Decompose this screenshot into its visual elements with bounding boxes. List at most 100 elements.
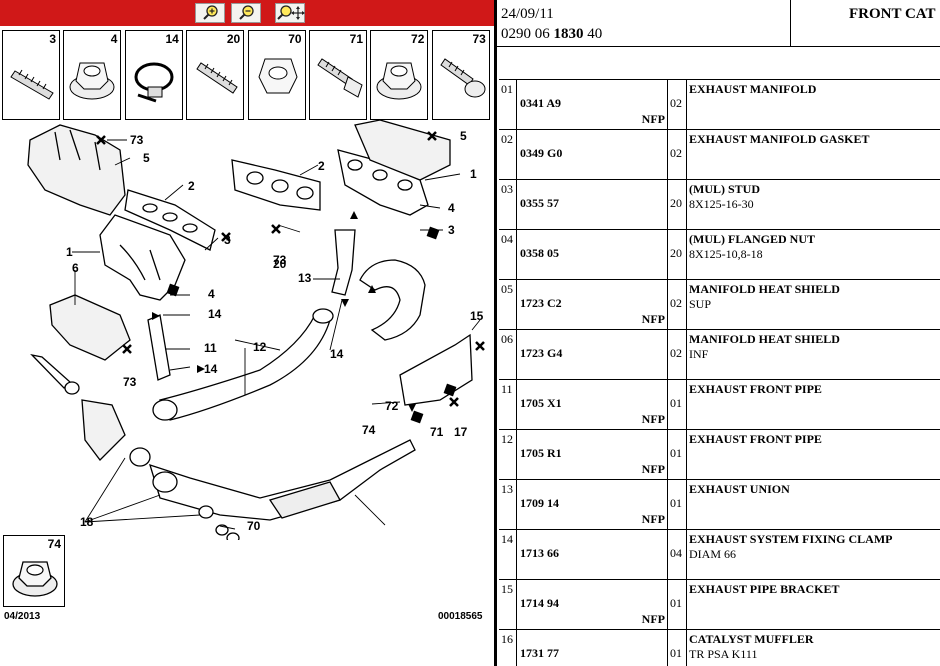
part-reference[interactable]: 1705 X1 bbox=[520, 396, 562, 410]
callout-5[interactable]: 5 bbox=[460, 129, 467, 143]
quantity: 02 bbox=[670, 296, 682, 310]
thumbnail-number: 73 bbox=[472, 32, 486, 46]
row-index: 04 bbox=[501, 232, 513, 246]
callout-73[interactable]: 73 bbox=[273, 253, 287, 267]
row-index: 05 bbox=[501, 282, 513, 296]
quantity: 01 bbox=[670, 496, 682, 510]
callout-6[interactable]: 6 bbox=[72, 261, 79, 275]
zoom-pan-button[interactable] bbox=[275, 3, 305, 23]
reference-cell: 0349 G0 bbox=[517, 130, 668, 179]
callout-14[interactable]: 14 bbox=[330, 347, 344, 361]
row-index: 12 bbox=[501, 432, 513, 446]
thumbnail-number: 4 bbox=[110, 32, 118, 46]
row-index: 06 bbox=[501, 332, 513, 346]
row-index-cell: 11 bbox=[499, 380, 517, 429]
part-reference[interactable]: 0349 G0 bbox=[520, 146, 563, 160]
part-name: (MUL) FLANGED NUT bbox=[689, 232, 815, 246]
part-reference[interactable]: 1714 94 bbox=[520, 596, 559, 610]
part-reference[interactable]: 1713 66 bbox=[520, 546, 559, 560]
row-index: 03 bbox=[501, 182, 513, 196]
callout-20[interactable]: 20 bbox=[273, 257, 287, 271]
row-index-cell: 13 bbox=[499, 480, 517, 529]
part-reference[interactable]: 1705 R1 bbox=[520, 446, 562, 460]
row-index-cell: 01 bbox=[499, 80, 517, 129]
nfp-flag: NFP bbox=[641, 512, 665, 526]
callout-17[interactable]: 17 bbox=[454, 425, 468, 439]
callout-3[interactable]: 3 bbox=[448, 223, 455, 237]
callout-4[interactable]: 4 bbox=[208, 287, 215, 301]
part-thumbnail-71[interactable]: 71 bbox=[309, 30, 367, 120]
callout-3[interactable]: 3 bbox=[224, 233, 231, 247]
callout-72[interactable]: 72 bbox=[385, 399, 399, 413]
part-reference[interactable]: 1731 77 bbox=[520, 646, 559, 660]
part-reference[interactable]: 0358 05 bbox=[520, 246, 559, 260]
part-thumbnail-4[interactable]: 4 bbox=[63, 30, 122, 120]
callout-5[interactable]: 5 bbox=[143, 151, 150, 165]
row-index-cell: 04 bbox=[499, 230, 517, 279]
row-index-cell: 06 bbox=[499, 330, 517, 379]
callout-71[interactable]: 71 bbox=[430, 425, 444, 439]
quantity: 20 bbox=[670, 246, 682, 260]
callout-2[interactable]: 2 bbox=[188, 179, 195, 193]
part-thumbnail-70[interactable]: 70 bbox=[247, 30, 306, 120]
callout-12[interactable]: 12 bbox=[253, 340, 267, 354]
thumbnail-number: 71 bbox=[349, 32, 363, 46]
part-reference[interactable]: 1723 C2 bbox=[520, 296, 562, 310]
part-reference[interactable]: 1723 G4 bbox=[520, 346, 563, 360]
part-name: EXHAUST MANIFOLD GASKET bbox=[689, 132, 870, 146]
part-thumbnail-3[interactable]: 3 bbox=[2, 30, 60, 120]
callout-11[interactable]: 11 bbox=[204, 341, 217, 355]
row-index: 13 bbox=[501, 482, 513, 496]
callout-70[interactable]: 70 bbox=[247, 519, 261, 533]
zoom-in-button[interactable] bbox=[195, 3, 225, 23]
callout-14[interactable]: 14 bbox=[204, 362, 218, 376]
part-name: EXHAUST PIPE BRACKET bbox=[689, 582, 840, 596]
callout-13[interactable]: 13 bbox=[298, 271, 312, 285]
part-reference[interactable]: 0341 A9 bbox=[520, 96, 562, 110]
part-thumbnail-72[interactable]: 72 bbox=[370, 30, 429, 120]
quantity: 02 bbox=[670, 96, 682, 110]
reference-cell: 0341 A9 NFP bbox=[517, 80, 668, 129]
callout-14[interactable]: 14 bbox=[208, 307, 222, 321]
part-reference[interactable]: 1709 14 bbox=[520, 496, 559, 510]
header-code: 0290 06 1830 40 bbox=[501, 26, 602, 43]
part-thumbnail-20[interactable]: 20 bbox=[186, 30, 245, 120]
part-thumbnail-14[interactable]: 14 bbox=[124, 30, 183, 120]
callout-2[interactable]: 2 bbox=[318, 159, 325, 173]
callout-1[interactable]: 1 bbox=[66, 245, 73, 259]
callout-73[interactable]: 73 bbox=[123, 375, 137, 389]
callout-1[interactable]: 1 bbox=[470, 167, 477, 181]
panel-splitter[interactable] bbox=[494, 0, 497, 666]
part-reference[interactable]: 0355 57 bbox=[520, 196, 559, 210]
part-name: CATALYST MUFFLER bbox=[689, 632, 814, 646]
callout-73[interactable]: 73 bbox=[130, 133, 144, 147]
part-thumbnail-73[interactable]: 73 bbox=[431, 30, 490, 120]
zoom-out-button[interactable] bbox=[231, 3, 261, 23]
callout-15[interactable]: 15 bbox=[470, 309, 484, 323]
nfp-flag: NFP bbox=[641, 112, 665, 126]
row-index-cell: 02 bbox=[499, 130, 517, 179]
reference-cell: 0358 05 bbox=[517, 230, 668, 279]
callout-18[interactable]: 18 bbox=[80, 515, 94, 529]
callout-74[interactable]: 74 bbox=[362, 423, 376, 437]
quantity-cell: 01 bbox=[668, 630, 687, 666]
part-name: EXHAUST FRONT PIPE bbox=[689, 432, 822, 446]
nfp-flag: NFP bbox=[641, 462, 665, 476]
callout-4[interactable]: 4 bbox=[448, 201, 455, 215]
